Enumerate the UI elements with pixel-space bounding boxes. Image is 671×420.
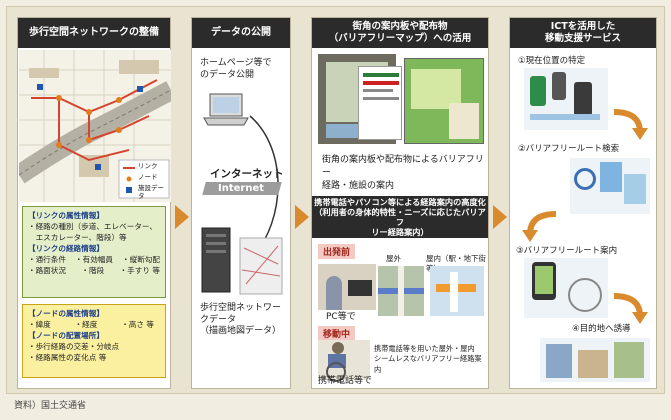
internet-label-en: Internet — [218, 183, 265, 194]
network-map-figure — [19, 50, 171, 202]
phase-moving: 移動中 — [318, 326, 356, 341]
node-info-box: 【ノードの属性情報】 ・緯度 ・経度 ・高さ 等 【ノードの配置場所】 ・歩行経… — [22, 304, 166, 378]
step-search: ②バリアフリールート検索 — [518, 144, 620, 154]
leaflet-image-1 — [358, 66, 402, 140]
outdoor-label: 屋外 — [386, 254, 401, 263]
source-note: 資料）国土交通省 — [14, 401, 87, 411]
indoor-map-image — [430, 266, 484, 316]
leaflet-image-2 — [404, 58, 484, 144]
publish-column: データの公開 ホームページ等で のデータ公開 インターネット Internet … — [191, 17, 291, 389]
legend-link: リンク — [138, 162, 158, 170]
guide-devices-image — [524, 258, 608, 318]
link-info-box: 【リンクの属性情報】 ・経路の種別（歩道、エレベーター、 エスカレーター、階段）… — [22, 206, 166, 298]
flow-arrow-2 — [295, 205, 309, 229]
search-devices-image — [570, 158, 650, 214]
wheelchair-user-photo — [318, 340, 370, 382]
network-column: 歩行空間ネットワークの整備 — [17, 17, 171, 389]
step-guide: ③バリアフリールート案内 — [516, 246, 618, 256]
pc-users-photo — [318, 264, 376, 310]
outdoor-map-image — [378, 266, 424, 316]
laptop-icon — [203, 93, 249, 126]
step-locate: ①現在位置の特定 — [518, 56, 586, 66]
map-use-column: 街角の案内板や配布物 （バリアフリーマップ）への活用 街角の案内板や配布物による… — [311, 17, 489, 389]
publish-header: データの公開 — [192, 18, 290, 48]
diagram-frame: 歩行空間ネットワークの整備 — [6, 6, 665, 394]
phase-before-departure: 出発前 — [318, 244, 356, 259]
publish-top-text: ホームページ等で のデータ公開 — [200, 58, 272, 80]
flow-arrow-1 — [175, 205, 189, 229]
network-header: 歩行空間ネットワークの整備 — [18, 18, 170, 48]
flow-arrow-3 — [493, 205, 507, 229]
legend-facility: 施設データ — [138, 184, 164, 201]
internet-label-jp: インターネット — [210, 168, 284, 180]
curve-arrow-1 — [613, 109, 648, 140]
curve-arrow-3 — [613, 293, 648, 324]
publish-bottom-text: 歩行空間ネットワー クデータ （描画地図データ） — [200, 303, 282, 337]
ict-header: ICTを活用した 移動支援サービス — [510, 18, 656, 48]
map-use-caption: 街角の案内板や配布物によるバリアフリー 経路・施設の案内 — [322, 155, 484, 192]
destination-image — [540, 338, 650, 382]
server-icon — [201, 227, 283, 295]
ict-column: ICTを活用した 移動支援サービス ①現在位置の特定 ②バリアフリールート検索 … — [509, 17, 657, 389]
curve-arrow-2 — [522, 211, 557, 242]
map-use-header: 街角の案内板や配布物 （バリアフリーマップ）への活用 — [312, 18, 488, 48]
step-destination: ④目的地へ誘導 — [572, 324, 631, 334]
locate-devices-image — [524, 68, 608, 130]
pc-label: PC等で — [326, 312, 356, 322]
phone-label: 携帯電話等で — [318, 376, 373, 386]
legend-node: ノード — [138, 173, 158, 181]
moving-caption: 携帯電話等を用いた屋外・屋内 シームレスなバリアフリー経路案内 — [374, 344, 482, 374]
routing-subheader: 携帯電話やパソコン等による経路案内の高度化 （利用者の身体的特性・ニーズに応じた… — [312, 196, 488, 238]
